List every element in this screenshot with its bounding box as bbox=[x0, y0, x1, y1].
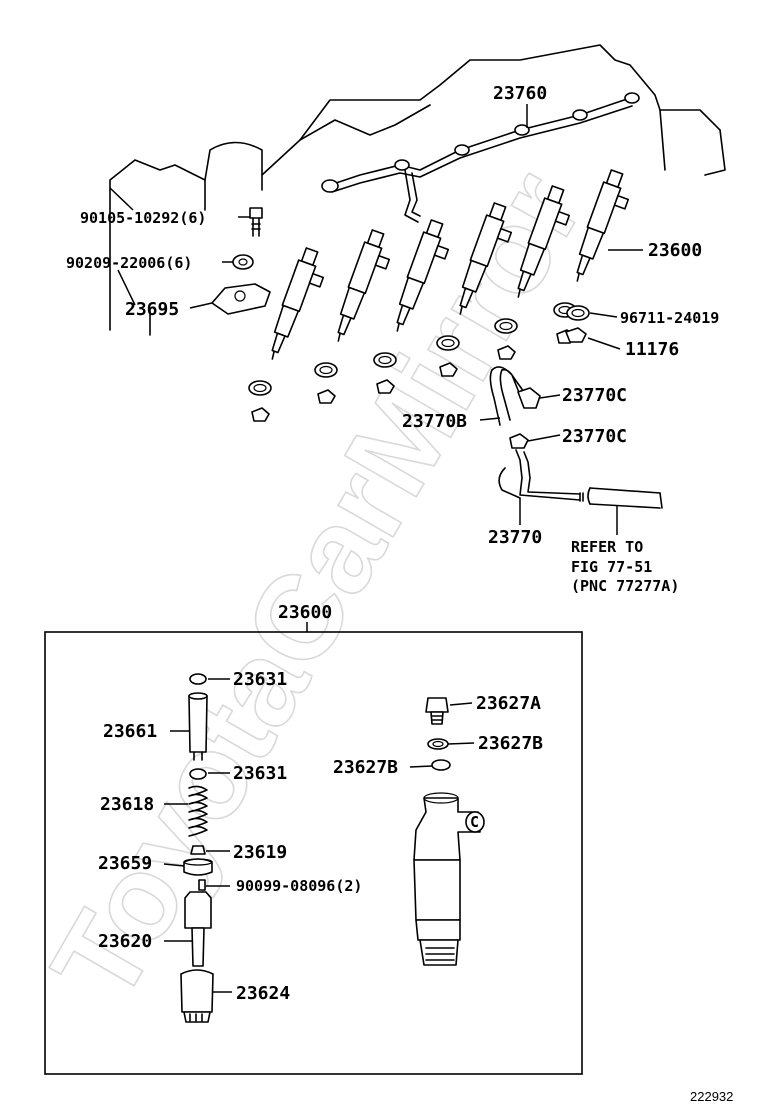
figure-number: 222932 bbox=[690, 1089, 733, 1104]
injector-gasket-1 bbox=[248, 380, 272, 396]
washer-part bbox=[232, 254, 254, 270]
detail-c-mark: C bbox=[470, 813, 479, 831]
injector-6 bbox=[576, 169, 630, 282]
injector-4 bbox=[459, 202, 513, 315]
injector-1 bbox=[271, 247, 325, 360]
bolt-part bbox=[249, 207, 263, 237]
injector-gasket-5 bbox=[494, 318, 518, 334]
injector-seals bbox=[248, 302, 577, 422]
label-overflow-pipe: 23770 bbox=[488, 527, 542, 548]
detail-label-nut: 23624 bbox=[236, 983, 290, 1004]
injector-5 bbox=[517, 185, 571, 298]
label-seat: 11176 bbox=[625, 339, 679, 360]
injector-2 bbox=[337, 229, 391, 342]
injector-seat-3 bbox=[376, 379, 395, 394]
injector-seat-4 bbox=[439, 362, 458, 377]
detail-title: 23600 bbox=[278, 602, 332, 623]
label-bolt: 90105-10292(6) bbox=[80, 209, 206, 227]
overflow-hose-group bbox=[489, 366, 663, 509]
refer-line-2: FIG 77-51 bbox=[571, 558, 652, 576]
fuel-pipe-assembly bbox=[321, 92, 640, 223]
detail-box bbox=[44, 631, 583, 1075]
label-hose: 23770B bbox=[402, 411, 467, 432]
detail-label-body: 23661 bbox=[103, 721, 157, 742]
label-washer: 90209-22006(6) bbox=[66, 254, 192, 272]
injector-3 bbox=[396, 219, 450, 332]
injector-row bbox=[271, 169, 630, 360]
clamp-part bbox=[211, 283, 271, 315]
injector-gasket-3 bbox=[373, 352, 397, 368]
detail-label-washer-mid: 23631 bbox=[233, 763, 287, 784]
gasket-part bbox=[566, 305, 590, 321]
detail-leader-lines bbox=[163, 678, 475, 993]
detail-label-union: 23627A bbox=[476, 693, 541, 714]
injector-seat-5 bbox=[497, 345, 516, 360]
label-clip-lower: 23770C bbox=[562, 426, 627, 447]
detail-parts-left bbox=[180, 673, 214, 1023]
refer-line-1: REFER TO bbox=[571, 538, 643, 556]
detail-label-seat: 23619 bbox=[233, 842, 287, 863]
detail-parts-right: C bbox=[413, 697, 485, 966]
detail-label-nozzle: 23620 bbox=[98, 931, 152, 952]
detail-label-washer-top: 23631 bbox=[233, 669, 287, 690]
detail-label-spacer: 23659 bbox=[98, 853, 152, 874]
label-fuel-pipe: 23760 bbox=[493, 83, 547, 104]
detail-label-gasket-right: 23627B bbox=[478, 733, 543, 754]
injector-seat-2 bbox=[317, 389, 336, 404]
label-gasket: 96711-24019 bbox=[620, 309, 719, 327]
detail-label-gasket-left: 23627B bbox=[333, 757, 398, 778]
leader-lines bbox=[109, 104, 643, 535]
injector-gasket-2 bbox=[314, 362, 338, 378]
label-injector: 23600 bbox=[648, 240, 702, 261]
engine-head-outline bbox=[109, 44, 726, 336]
injector-seat-1 bbox=[251, 407, 270, 422]
detail-label-spring: 23618 bbox=[100, 794, 154, 815]
detail-label-pin: 90099-08096(2) bbox=[236, 877, 362, 895]
seat-part bbox=[565, 327, 587, 343]
label-clamp: 23695 bbox=[125, 299, 179, 320]
refer-line-3: (PNC 77277A) bbox=[571, 577, 679, 595]
injector-gasket-4 bbox=[436, 335, 460, 351]
label-clip-upper: 23770C bbox=[562, 385, 627, 406]
